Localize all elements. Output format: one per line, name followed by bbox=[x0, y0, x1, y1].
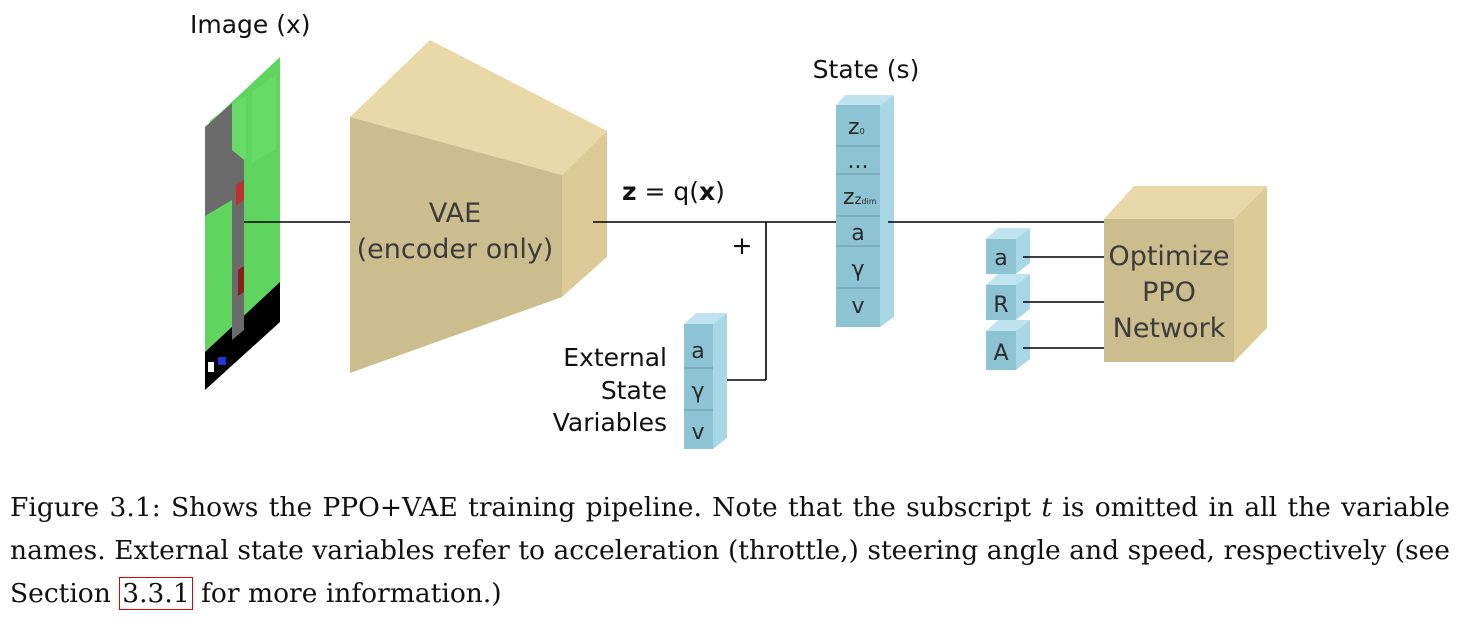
latent-x: x bbox=[699, 177, 715, 206]
image-label: Image (x) bbox=[190, 10, 311, 39]
external-label-line3: Variables bbox=[553, 408, 667, 437]
external-label-line2: State bbox=[601, 376, 667, 405]
ppo-input-r bbox=[986, 274, 1030, 320]
vae-subtitle: (encoder only) bbox=[357, 234, 554, 265]
caption-suffix: for more information.) bbox=[192, 578, 502, 609]
vae-title: VAE bbox=[429, 198, 481, 229]
state-cell-z0: z0 bbox=[848, 115, 865, 140]
ppo-input-a bbox=[986, 228, 1030, 274]
caption-middle: is omitted in all the variable names. Ex… bbox=[10, 492, 1450, 609]
state-cell-a: a bbox=[851, 221, 864, 246]
vae-encoder-block bbox=[350, 40, 607, 373]
latent-z: z bbox=[622, 177, 637, 206]
latent-equation: z = q(x) bbox=[622, 177, 725, 206]
state-label: State (s) bbox=[813, 55, 920, 84]
external-cell-gamma: γ bbox=[691, 379, 704, 404]
state-cell-gamma: γ bbox=[851, 257, 864, 282]
external-cell-v: v bbox=[691, 420, 704, 445]
ppo-input-a-label: a bbox=[994, 246, 1007, 271]
state-column bbox=[836, 95, 894, 327]
ppo-input-advantage bbox=[986, 320, 1030, 370]
caption-prefix: Figure 3.1: Shows the PPO+VAE training p… bbox=[10, 492, 1042, 523]
external-state-column bbox=[684, 313, 727, 449]
ppo-network-block bbox=[1104, 186, 1267, 362]
pipeline-diagram: Image (x) VAE (encoder only) z = q(x) + … bbox=[190, 10, 1267, 449]
latent-close: ) bbox=[715, 177, 725, 206]
state-cell-v: v bbox=[851, 294, 864, 319]
state-cell-ellipsis: ... bbox=[848, 149, 869, 174]
ppo-label-line2: PPO bbox=[1142, 277, 1196, 308]
latent-eq: = q( bbox=[637, 177, 699, 206]
ppo-input-advantage-label: A bbox=[993, 341, 1008, 366]
ppo-label-line3: Network bbox=[1113, 313, 1226, 344]
caption-subscript-t: t bbox=[1041, 492, 1052, 523]
external-cell-a: a bbox=[691, 339, 704, 364]
input-image-thumbnail bbox=[205, 57, 280, 390]
state-cell-zdim: zzdim bbox=[843, 185, 877, 210]
section-reference-link[interactable]: 3.3.1 bbox=[119, 577, 193, 610]
ppo-input-r-label: R bbox=[993, 293, 1008, 318]
plus-sign: + bbox=[732, 231, 753, 260]
figure-caption: Figure 3.1: Shows the PPO+VAE training p… bbox=[10, 486, 1450, 615]
external-label-line1: External bbox=[563, 343, 667, 372]
ppo-label-line1: Optimize bbox=[1108, 241, 1229, 272]
